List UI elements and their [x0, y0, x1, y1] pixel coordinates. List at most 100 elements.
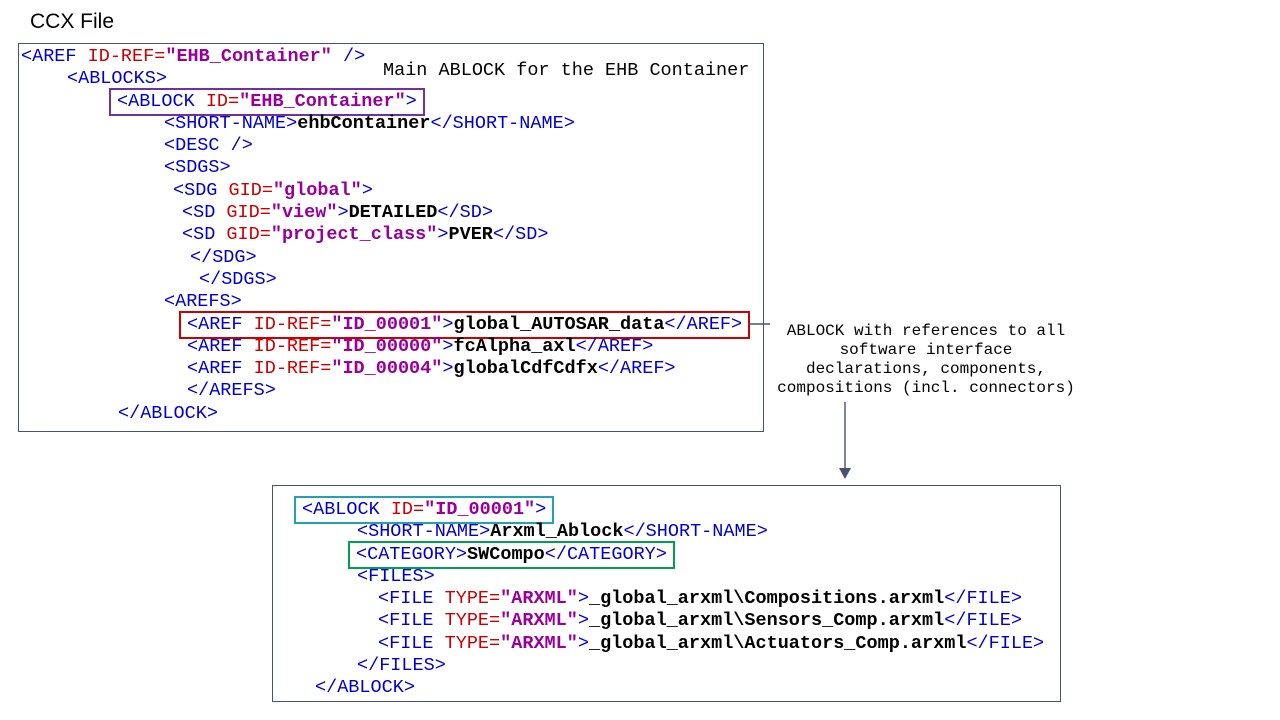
xml-tag-token: </AREF>: [597, 358, 676, 380]
main-ablock-annotation: Main ABLOCK for the EHB Container: [383, 60, 750, 81]
xml-txt-token: SWCompo: [467, 543, 545, 565]
xml-txt-token: ehbContainer: [297, 112, 431, 134]
xml-tag-token: <AREFS>: [164, 291, 242, 313]
code-line: <FILE TYPE="ARXML">_global_arxml\Actuato…: [273, 633, 1060, 655]
annotation-line: ABLOCK with references to all: [786, 322, 1066, 340]
code-line: <AREF ID-REF="ID_00004">globalCdfCdfx</A…: [19, 358, 763, 380]
annotation-line: declarations, components,: [805, 360, 1047, 378]
xml-tag-token: >: [405, 90, 417, 112]
code-line: <AREF ID-REF="ID_00001">global_AUTOSAR_d…: [19, 310, 763, 339]
xml-val-token: "ARXML": [500, 610, 578, 632]
xml-tag-token: <FILES>: [357, 565, 435, 587]
xml-attr-token: ID-REF=: [253, 313, 332, 335]
xml-tag-token: </AREFS>: [187, 380, 276, 402]
ablock-id00001-highlight: <ABLOCK ID="ID_00001">: [294, 496, 555, 524]
xml-attr-token: ID-REF=: [253, 358, 332, 380]
code-line: <SD GID="view">DETAILED</SD>: [19, 202, 763, 224]
xml-txt-token: Arxml_Ablock: [490, 521, 624, 543]
xml-val-token: "ID_00001": [424, 499, 536, 520]
xml-tag-token: <CATEGORY>: [356, 543, 468, 565]
xml-tag-token: </FILE>: [966, 632, 1045, 654]
xml-txt-token: _global_arxml\Actuators_Comp.arxml: [588, 632, 967, 654]
xml-tag-token: </ABLOCK>: [118, 402, 218, 424]
xml-tag-token: </FILES>: [357, 655, 446, 677]
code-line: <DESC />: [19, 135, 763, 157]
xml-tag-token: >: [442, 335, 454, 357]
code-line: <ABLOCK ID="ID_00001">: [273, 496, 1060, 524]
code-line: <CATEGORY>SWCompo</CATEGORY>: [273, 540, 1060, 569]
xml-tag-token: >: [442, 313, 454, 335]
xml-tag-token: </FILE>: [944, 610, 1022, 632]
code-line: <SHORT-NAME>Arxml_Ablock</SHORT-NAME>: [273, 521, 1060, 543]
xml-tag-token: </SHORT-NAME>: [623, 521, 768, 543]
xml-tag-token: <AREF: [187, 335, 254, 357]
xml-val-token: "ID_00001": [331, 313, 443, 335]
xml-attr-token: GID=: [226, 202, 271, 224]
code-line: <FILES>: [273, 566, 1060, 588]
aref-id00001-highlight: <AREF ID-REF="ID_00001">global_AUTOSAR_d…: [179, 310, 751, 339]
xml-tag-token: >: [535, 499, 547, 520]
xml-attr-token: ID-REF=: [253, 335, 332, 357]
code-line: <AREF ID-REF="ID_00000">fcAlpha_axl</ARE…: [19, 336, 763, 358]
xml-tag-token: </ABLOCK>: [315, 677, 415, 699]
xml-tag-token: <AREF: [21, 46, 88, 67]
xml-tag-token: </SD>: [492, 224, 549, 246]
xml-txt-token: global_AUTOSAR_data: [453, 313, 665, 335]
xml-attr-token: ID=: [205, 90, 240, 112]
xml-tag-token: <FILE: [378, 588, 445, 610]
code-line: <AREFS>: [19, 291, 763, 313]
xml-tag-token: </FILE>: [944, 588, 1022, 610]
code-line: <SHORT-NAME>ehbContainer</SHORT-NAME>: [19, 113, 763, 135]
code-line: </AREFS>: [19, 380, 763, 402]
code-line: <SDG GID="global">: [19, 180, 763, 202]
category-swcompo-highlight: <CATEGORY>SWCompo</CATEGORY>: [348, 540, 675, 569]
xml-tag-token: <ABLOCK: [117, 90, 206, 112]
xml-val-token: "project_class": [270, 224, 438, 246]
arrow-head: [839, 468, 851, 479]
xml-tag-token: >: [577, 588, 589, 610]
xml-val-token: "EHB_Container": [239, 90, 406, 112]
code-line: <SDGS>: [19, 157, 763, 179]
code-line: <ABLOCK ID="EHB_Container">: [19, 87, 763, 116]
xml-val-token: "ARXML": [500, 632, 578, 654]
xml-tag-token: </SD>: [437, 202, 493, 224]
xml-val-token: "global": [272, 179, 362, 201]
xml-tag-token: <FILE: [378, 610, 445, 632]
annotation-line: software interface: [839, 341, 1013, 359]
xml-tag-token: >: [337, 202, 349, 224]
xml-tag-token: <AREF: [187, 358, 254, 380]
xml-val-token: "ID_00000": [331, 335, 443, 357]
xml-attr-token: TYPE=: [444, 610, 501, 632]
xml-tag-token: </SHORT-NAME>: [430, 112, 575, 134]
code-line: </ABLOCK>: [19, 403, 763, 425]
xml-tag-token: </CATEGORY>: [544, 543, 667, 565]
xml-attr-token: GID=: [226, 224, 271, 246]
xml-tag-token: </SDGS>: [199, 268, 277, 290]
xml-tag-token: <DESC />: [164, 135, 253, 157]
xml-tag-token: >: [442, 358, 454, 380]
xml-txt-token: _global_arxml\Compositions.arxml: [588, 588, 945, 610]
xml-val-token: "ARXML": [500, 588, 578, 610]
xml-txt-token: _global_arxml\Sensors_Comp.arxml: [588, 610, 945, 632]
xml-attr-token: ID-REF=: [87, 46, 166, 67]
xml-tag-token: </AREF>: [575, 335, 654, 357]
xml-tag-token: >: [577, 632, 589, 654]
code-line: <FILE TYPE="ARXML">_global_arxml\Sensors…: [273, 610, 1060, 632]
xml-txt-token: globalCdfCdfx: [453, 358, 598, 380]
xml-tag-token: >: [361, 179, 373, 201]
xml-tag-token: />: [331, 46, 366, 67]
xml-tag-token: <ABLOCKS>: [67, 68, 167, 90]
xml-tag-token: <SD: [182, 224, 227, 246]
xml-tag-token: <SD: [182, 202, 227, 224]
ablock-id00001-code-box: <ABLOCK ID="ID_00001"><SHORT-NAME>Arxml_…: [272, 485, 1061, 702]
xml-attr-token: TYPE=: [444, 632, 501, 654]
xml-val-token: "EHB_Container": [165, 46, 332, 67]
xml-tag-token: <SDG: [173, 179, 229, 201]
xml-attr-token: ID=: [390, 499, 425, 520]
xml-val-token: "ID_00004": [331, 358, 443, 380]
ablock-ehb-container-highlight: <ABLOCK ID="EHB_Container">: [109, 87, 425, 116]
xml-txt-token: fcAlpha_axl: [453, 335, 576, 357]
xml-attr-token: GID=: [228, 179, 273, 201]
xml-val-token: "view": [270, 202, 338, 224]
